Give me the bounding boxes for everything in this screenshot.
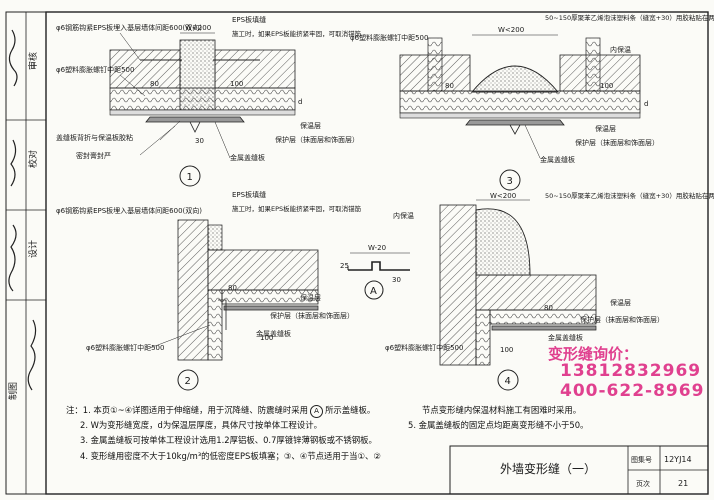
d4-number: 4 [505, 376, 511, 387]
d2-label-bolt: φ6塑料膨胀螺钉中距500 [86, 343, 164, 352]
notes-right-item-2: 5. 金属盖缝板的固定点均距离变形缝不小于50。 [408, 420, 589, 431]
atlas-value: 12YJ14 [664, 455, 692, 464]
d4-dim-100: 100 [500, 346, 513, 354]
detail-4: W<200 80 100 内保温 50~150厚聚苯乙烯泡沫塑料条（缝宽+30）… [385, 191, 714, 391]
d3-label-insul: 保温层 [595, 124, 616, 133]
detail-2: 80 100 φ6钢筋钩紧EPS板埋入基层墙体间距600(双向) EPS板填缝 … [56, 190, 362, 391]
d4-label-strip: 50~150厚聚苯乙烯泡沫塑料条（缝宽+30）用胶粘贴在两侧墙上 [545, 191, 714, 200]
d2-label-metal: 金属盖缝板 [256, 329, 291, 338]
strip-label-check: 校对 [27, 150, 39, 168]
d1-label-cover-glue: 盖缝板背折与保温板胶粘 [56, 133, 133, 142]
dA-dim-30: 30 [392, 276, 401, 284]
dA-number: A [370, 286, 377, 297]
d1-label-protect: 保护层（抹面层和饰面层） [275, 135, 359, 144]
notes-item-1-ref: A [310, 405, 324, 418]
d2-number-circle [177, 369, 199, 391]
watermark-line-1: 变形缝询价： [548, 345, 639, 363]
d4-dim-80: 80 [544, 304, 553, 312]
d1-dim-w: W<200 [185, 24, 211, 32]
d1-label-seal: 密封膏封严 [76, 151, 111, 160]
d3-dim-d: d [644, 100, 648, 108]
strip-label-draw: 制图 [7, 382, 19, 400]
d1-label-insul: 保温层 [300, 121, 321, 130]
notes-right-item-1: 节点变形缝内保温材料施工有困难时采用。 [422, 405, 582, 415]
dA-number-circle [364, 280, 384, 300]
signature-4 [27, 319, 37, 391]
signature-2 [10, 139, 17, 187]
d4-dim-w: W<200 [490, 192, 516, 200]
title-block: 外墙变形缝（一） 图集号 12YJ14 页次 21 [449, 445, 709, 495]
d3-label-insul-inner: 内保温 [610, 45, 631, 54]
d1-label-eps-fill: EPS板填缝 [232, 15, 266, 24]
notes-item-2: 2. W为变形缝宽度，d为保温层厚度，具体尺寸按单体工程设计。 [80, 420, 322, 431]
watermark-line-3: 400-622-8969 [560, 381, 705, 401]
d1-dim-100: 100 [230, 80, 243, 88]
d2-number: 2 [185, 376, 191, 387]
d1-dim-d: d [298, 98, 302, 106]
d2-label-construction: 施工时，如果EPS板能挤紧牢固，可取消锚筋 [232, 204, 362, 213]
d1-label-bolt: φ6塑料膨胀螺钉中距500 [56, 65, 134, 74]
d3-label-bolt: φ6塑料膨胀螺钉中距500 [350, 33, 428, 42]
d4-label-insul: 保温层 [610, 298, 631, 307]
signature-1 [8, 29, 18, 87]
d2-label-eps-fill: EPS板填缝 [232, 190, 266, 199]
d3-number: 3 [507, 176, 513, 187]
d1-label-rebar: φ6钢筋钩紧EPS板埋入基层墙体间距600(双向) [56, 23, 202, 32]
notes-item-1-text: 1. 本页①~④详图适用于伸缩缝，用于沉降缝、防震缝时采用 [82, 405, 309, 415]
d1-number-circle [179, 165, 201, 187]
d3-dim-80: 80 [445, 82, 454, 90]
watermark-line-2: 13812832969 [560, 361, 702, 381]
d3-dim-100: 100 [600, 82, 613, 90]
d2-dim-100: 100 [260, 334, 273, 342]
detail-A: W-20 25 30 A [340, 244, 410, 300]
d4-label-protect: 保护层（抹面层和饰面层） [580, 315, 664, 324]
d2-label-protect: 保护层（抹面层和饰面层） [270, 311, 354, 320]
notes-item-4: 4. 变形缝用密度不大于10kg/m³的低密度EPS板填塞；③、④节点适用于当①… [80, 450, 381, 461]
side-strip: 审核 校对 设计 制图 [5, 11, 47, 495]
atlas-label: 图集号 [631, 455, 652, 464]
strip-label-design: 设计 [27, 240, 39, 258]
d2-label-rebar: φ6钢筋钩紧EPS板埋入基层墙体间距600(双向) [56, 206, 202, 215]
d1-label-construction: 施工时，如果EPS板能挤紧牢固，可取消锚筋 [232, 29, 362, 38]
page-value: 21 [678, 479, 688, 488]
dA-dim-25: 25 [340, 262, 349, 270]
d1-dim-80: 80 [150, 80, 159, 88]
d4-label-bolt: φ6塑料膨胀螺钉中距500 [385, 343, 463, 352]
detail-3: W<200 80 100 d φ6塑料膨胀螺钉中距500 50~150厚聚苯乙烯… [350, 13, 714, 191]
d2-dim-80: 80 [228, 284, 237, 292]
d4-label-metal: 金属盖缝板 [548, 333, 583, 342]
d2-label-insul: 保温层 [300, 293, 321, 302]
d3-number-circle [499, 169, 521, 191]
notes-item-3: 3. 金属盖缝板可按单体工程设计选用1.2厚铝板、0.7厚镀锌薄钢板或不锈钢板。 [80, 435, 377, 446]
d3-label-protect: 保护层（抹面层和饰面层） [575, 138, 659, 147]
d1-dim-30: 30 [195, 137, 204, 145]
detail-1: W<200 80 100 30 d φ6钢筋钩紧EPS板埋入基层墙体间距600(… [56, 15, 362, 187]
d3-dim-w: W<200 [498, 26, 524, 34]
page-label: 页次 [636, 479, 650, 488]
d4-label-insul-inner: 内保温 [393, 211, 414, 220]
strip-label-review: 审核 [27, 52, 39, 70]
d1-number: 1 [187, 172, 193, 183]
dA-dim-w20: W-20 [368, 244, 386, 252]
title-text: 外墙变形缝（一） [500, 461, 596, 476]
notes-right-block: 节点变形缝内保温材料施工有困难时采用。 5. 金属盖缝板的固定点均距离变形缝不小… [408, 403, 662, 433]
d1-label-metal: 金属盖缝板 [230, 153, 265, 162]
signature-3 [8, 224, 17, 292]
d3-label-metal: 金属盖缝板 [540, 155, 575, 164]
d4-number-circle [497, 369, 519, 391]
notes-item-1-suffix: 所示盖缝板。 [325, 405, 376, 415]
notes-heading: 注： [66, 405, 83, 415]
d3-label-strip: 50~150厚聚苯乙烯泡沫塑料条（缝宽+30）用胶粘贴在两侧墙上 [545, 13, 714, 22]
